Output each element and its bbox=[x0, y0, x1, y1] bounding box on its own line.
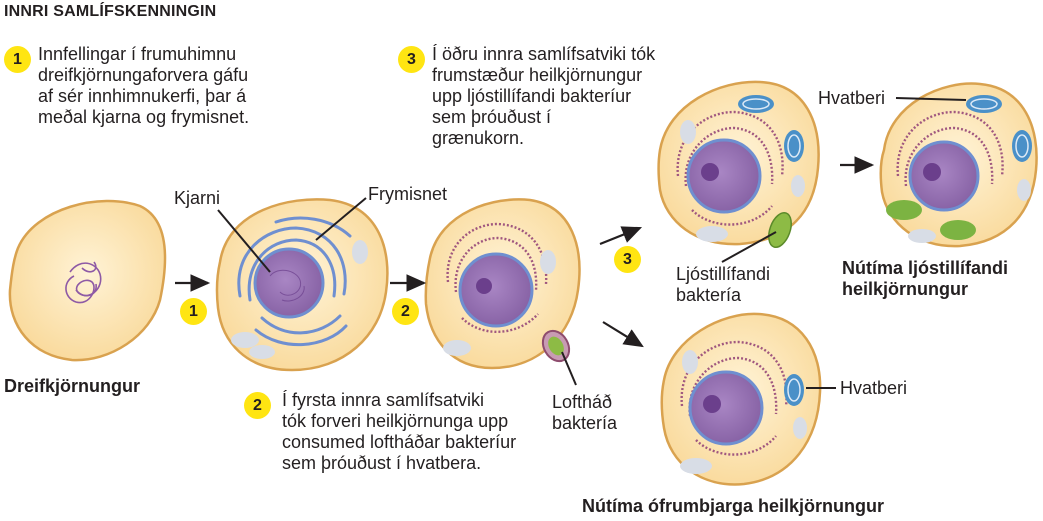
early-eukaryote-cell bbox=[215, 198, 389, 372]
modern-photosynthetic-cell bbox=[879, 82, 1038, 248]
leader-mito-top bbox=[895, 97, 967, 101]
label-photosynthetic-bacterium: Ljóstillífandi baktería bbox=[676, 264, 770, 306]
arrow-step-3 bbox=[599, 226, 643, 246]
label-mitochondrion-top: Hvatberi bbox=[818, 88, 886, 108]
step-1-badge: 1 bbox=[4, 46, 31, 73]
leader-aerobic bbox=[561, 351, 577, 386]
label-prokaryote: Dreifkjörnungur bbox=[4, 376, 141, 396]
label-plant-line1: Nútíma ljóstillífandi bbox=[842, 258, 1009, 278]
arrow-badge-2: 2 bbox=[392, 298, 419, 325]
label-er: Frymisnet bbox=[368, 184, 448, 204]
modern-heterotrophic-cell bbox=[660, 312, 822, 486]
leader-photo bbox=[721, 231, 777, 263]
figure-title: INNRI SAMLÍFSKENNINGIN bbox=[4, 3, 217, 20]
label-photo-line2: baktería bbox=[676, 285, 742, 305]
label-photo-line1: Ljóstillífandi bbox=[676, 264, 771, 284]
leader-er bbox=[315, 197, 367, 241]
label-aerobic-line2: baktería bbox=[552, 413, 618, 433]
label-modern-heterotroph: Nútíma ófrumbjarga heilkjörnungur bbox=[582, 496, 885, 516]
step-3-text: Í öðru innra samlífsatviki tók frumstæðu… bbox=[432, 44, 656, 148]
arrow-to-heterotroph bbox=[602, 321, 644, 348]
leader-nucleus bbox=[217, 209, 271, 273]
process-arrows bbox=[175, 156, 875, 348]
step-2-badge: 2 bbox=[244, 392, 271, 419]
prokaryote-cell bbox=[8, 199, 167, 362]
label-mitochondrion-bottom: Hvatberi bbox=[840, 378, 908, 398]
step-2-text: Í fyrsta innra samlífsatviki tók forveri… bbox=[282, 390, 517, 473]
leader-lines bbox=[217, 97, 967, 389]
label-aerobic-line1: Loftháð bbox=[552, 392, 613, 412]
label-plant-line2: heilkjörnungur bbox=[842, 279, 968, 299]
label-aerobic-bacterium: Loftháð baktería bbox=[552, 392, 617, 434]
step-1-text: Innfellingar í frumuhimnu dreifkjörnunga… bbox=[38, 44, 250, 127]
arrow-badge-1: 1 bbox=[180, 298, 207, 325]
cell-with-mitochondria-top bbox=[657, 80, 820, 249]
step-3-badge: 3 bbox=[398, 46, 425, 73]
ancestral-eukaryote-cell bbox=[424, 198, 581, 370]
label-nucleus: Kjarni bbox=[174, 188, 221, 208]
arrow-badge-3: 3 bbox=[614, 246, 641, 273]
label-modern-photosynthetic: Nútíma ljóstillífandi heilkjörnungur bbox=[842, 258, 1008, 300]
